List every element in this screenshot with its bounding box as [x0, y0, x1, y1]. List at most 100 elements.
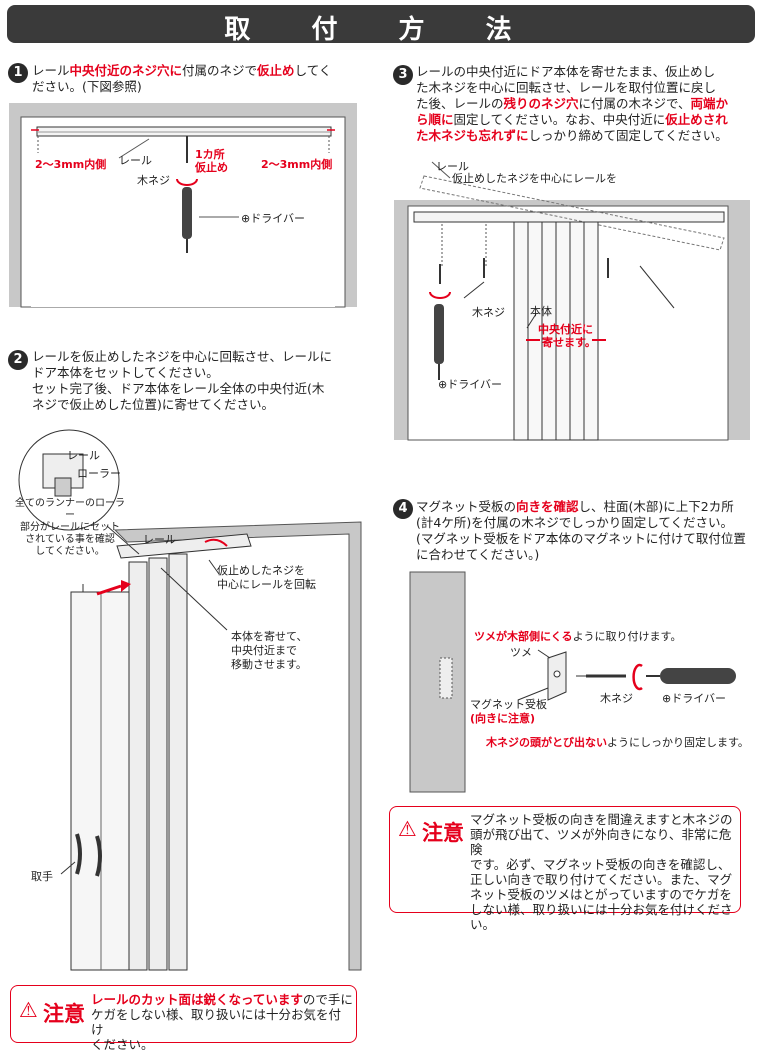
emphasis-run: 両端か	[690, 96, 729, 111]
text-run: レール	[32, 63, 70, 78]
text-line: た後、レールの残りのネジ穴に付属の木ネジで、両端か	[416, 96, 752, 112]
text-line: レール中央付近のネジ穴に付属のネジで仮止めしてく	[32, 63, 362, 79]
move-note: 本体を寄せて、 中央付近まで 移動させます。	[231, 630, 308, 671]
caution-heading-right: 注意	[422, 821, 464, 845]
center-label-1: 中央付近に	[538, 323, 593, 336]
plate-label: マグネット受板	[470, 698, 547, 711]
caution-box-left: ⚠ 注意 レールのカット面は鋭くなっていますので手にケガをしない様、取り扱いには…	[10, 985, 357, 1052]
driver-label: ⊕ドライバー	[241, 212, 305, 225]
text-line: た木ネジを中心に回転させ、レールを取付位置に戻し	[416, 80, 752, 96]
text-line: た木ネジも忘れずにしっかり締めて固定してください。	[416, 128, 752, 144]
one-place-label: 1カ所	[195, 148, 225, 161]
text-run: (計4ケ所)を付属の木ネジでしっかり固定してください。	[416, 515, 733, 530]
step-2-drawing	[18, 429, 362, 971]
rail-label: レール	[119, 154, 152, 167]
step-4-diagram: ツメが木部側にくるように取り付けます。 ツメ マグネット受板 (向きに注意) 木…	[409, 571, 752, 793]
wood-screw-label-3: 木ネジ	[472, 306, 505, 319]
text-run: た後、レールの	[416, 96, 504, 111]
step-3-drawing	[394, 161, 750, 441]
head-note: 木ネジの頭がとび出ないようにしっかり固定します。	[486, 736, 749, 749]
text-run: た木ネジを中心に回転させ、レールを取付位置に戻し	[416, 80, 717, 95]
page-title: 取 付 方 法	[224, 15, 538, 45]
text-run: ください。	[91, 1037, 154, 1052]
text-run: 固定してください。なお、中央付近に	[453, 112, 666, 127]
text-line: レールの中央付近にドア本体を寄せたまま、仮止めし	[416, 64, 752, 80]
plate-note: (向きに注意)	[470, 712, 536, 725]
text-line: ださい。(下図参照)	[32, 79, 362, 95]
temp-screw-label: 仮止めしたネジを中心にレールを	[452, 172, 617, 185]
driver-label-4: ⊕ドライバー	[662, 692, 726, 705]
step-1-drawing	[9, 103, 357, 308]
text-run: レールを仮止めしたネジを中心に回転させ、レールに	[32, 349, 333, 364]
emphasis-run: 向きを確認	[516, 499, 579, 514]
step-1-text: レール中央付近のネジ穴に付属のネジで仮止めしてください。(下図参照)	[32, 63, 362, 95]
step-1-diagram: 2～3mm内側 レール 1カ所 仮止め 2～3mm内側 木ネジ ⊕ドライバー	[9, 103, 357, 308]
caution-heading-left: 注意	[43, 1002, 85, 1026]
step-3-text: レールの中央付近にドア本体を寄せたまま、仮止めした木ネジを中心に回転させ、レール…	[416, 64, 752, 144]
text-line: ら順に固定してください。なお、中央付近に仮止めされ	[416, 112, 752, 128]
text-line: (マグネット受板をドア本体のマグネットに付けて取付位置	[416, 531, 756, 547]
text-run: ケガをしない様、取り扱いには十分お気を付け	[91, 1007, 342, 1037]
emphasis-run: 仮止めされ	[665, 112, 728, 127]
driver-label-3: ⊕ドライバー	[438, 378, 502, 391]
text-run: レールの中央付近にドア本体を寄せたまま、仮止めし	[416, 64, 716, 79]
caution-warning-icon: ⚠	[19, 998, 38, 1022]
text-run: しっかり締めて固定してください。	[528, 128, 728, 143]
step-1-number: 1	[8, 63, 28, 83]
text-run: ださい。(下図参照)	[32, 79, 142, 94]
emphasis-run: レールのカット面は鋭くなっています	[91, 992, 303, 1007]
claw-label: ツメ	[510, 646, 532, 659]
text-line: に合わせてください。)	[416, 547, 756, 563]
text-run: し、柱面(木部)に上下2カ所	[578, 499, 734, 514]
text-line: ケガをしない様、取り扱いには十分お気を付け	[91, 1007, 353, 1037]
text-line: ください。	[91, 1037, 353, 1052]
caution-text-right: マグネット受板の向きを間違えますと木ネジの 頭が飛び出て、ツメが外向きになり、非…	[470, 812, 733, 932]
rail-label-3: レール	[436, 160, 469, 173]
text-run: ドア本体をセットしてください。	[32, 365, 219, 380]
step-4-drawing	[409, 571, 736, 793]
text-run: (マグネット受板をドア本体のマグネットに付けて取付位置	[416, 531, 746, 546]
caution-box-right: ⚠ 注意 マグネット受板の向きを間違えますと木ネジの 頭が飛び出て、ツメが外向き…	[389, 806, 741, 932]
text-line: レールのカット面は鋭くなっていますので手に	[91, 992, 353, 1007]
step-4-text: マグネット受板の向きを確認し、柱面(木部)に上下2カ所(計4ケ所)を付属の木ネジ…	[416, 499, 756, 563]
text-line: ドア本体をセットしてください。	[32, 365, 362, 381]
check-note: 全てのランナーのローラー 部分がレールにセット されている事を確認 してください…	[15, 498, 125, 557]
claw-note: ツメが木部側にくるように取り付けます。	[474, 630, 682, 643]
center-label-2: 寄せます。	[542, 336, 596, 349]
text-run: ので手に	[302, 992, 353, 1007]
step-2-number: 2	[8, 350, 28, 370]
wood-screw-label-4: 木ネジ	[600, 692, 633, 705]
step-2-text: レールを仮止めしたネジを中心に回転させ、レールにドア本体をセットしてください。セ…	[32, 349, 362, 413]
temp-fix-label: 仮止め	[195, 161, 228, 174]
roller-label: ローラー	[77, 467, 121, 480]
rotate-note: 仮止めしたネジを 中心にレールを回転	[217, 564, 316, 591]
step-2-diagram: レール ローラー 全てのランナーのローラー 部分がレールにセット されている事を…	[9, 429, 362, 971]
text-line: レールを仮止めしたネジを中心に回転させ、レールに	[32, 349, 362, 365]
handle-label: 取手	[31, 870, 53, 883]
text-run: してく	[294, 63, 332, 78]
text-run: マグネット受板の	[416, 499, 517, 514]
rail-label-2: レール	[143, 533, 176, 546]
step-3-number: 3	[393, 65, 413, 85]
text-run: ネジで仮止めした位置)に寄せてください。	[32, 397, 275, 412]
text-run: に付属の木ネジで、	[578, 96, 691, 111]
step-3-diagram: レール 仮止めしたネジを中心にレールを 本体 木ネジ 中央付近に 寄せます。 ⊕…	[394, 158, 750, 441]
text-run: セット完了後、ドア本体をレール全体の中央付近(木	[32, 381, 325, 396]
text-run: 付属のネジで	[182, 63, 258, 78]
emphasis-run: た木ネジも忘れずに	[416, 128, 529, 143]
step-4-number: 4	[393, 499, 413, 519]
wood-screw-label: 木ネジ	[137, 174, 170, 187]
text-line: (計4ケ所)を付属の木ネジでしっかり固定してください。	[416, 515, 756, 531]
title-banner: 取 付 方 法	[7, 5, 755, 45]
inset-rail-label: レール	[67, 449, 100, 462]
caution-warning-icon-right: ⚠	[398, 817, 417, 841]
text-line: ネジで仮止めした位置)に寄せてください。	[32, 397, 362, 413]
left-range-label: 2～3mm内側	[35, 158, 107, 171]
caution-text-left: レールのカット面は鋭くなっていますので手にケガをしない様、取り扱いには十分お気を…	[91, 992, 353, 1052]
emphasis-run: 残りのネジ穴	[503, 96, 579, 111]
text-run: に合わせてください。)	[416, 547, 540, 562]
text-line: セット完了後、ドア本体をレール全体の中央付近(木	[32, 381, 362, 397]
body-label: 本体	[530, 305, 552, 318]
emphasis-run: ら順に	[416, 112, 454, 127]
emphasis-run: 中央付近のネジ穴に	[69, 63, 183, 78]
